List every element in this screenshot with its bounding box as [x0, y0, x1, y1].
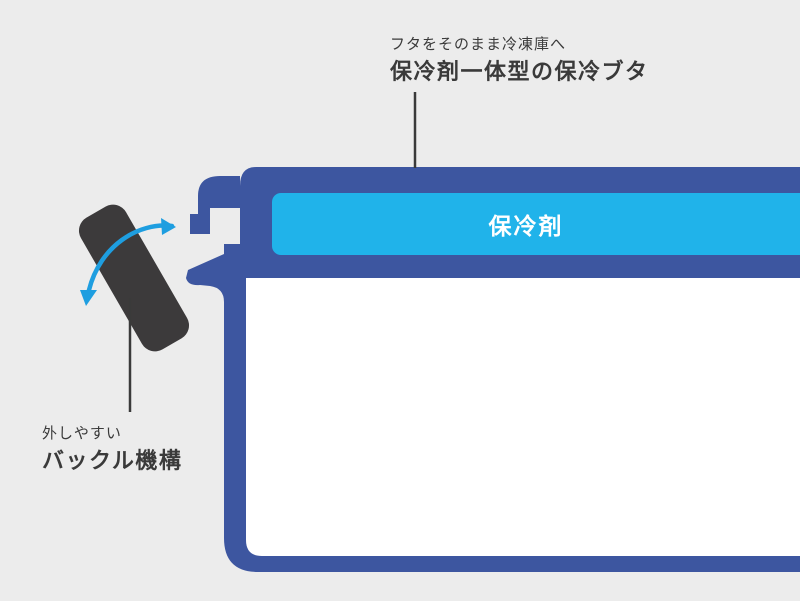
lid-hinge	[190, 176, 240, 234]
buckle-callout-title: バックル機構	[42, 449, 183, 474]
arrowhead-icon	[80, 290, 97, 306]
coolant-label: 保冷剤	[488, 214, 564, 240]
buckle-clip	[78, 204, 190, 352]
coolant-pack	[272, 193, 800, 255]
lid-callout: フタをそのまま冷凍庫へ 保冷剤一体型の保冷ブタ	[390, 34, 649, 88]
buckle-motion-arrow-icon	[86, 223, 175, 293]
arrowhead-icon	[161, 218, 176, 235]
buckle-callout: 外しやすい バックル機構	[42, 423, 182, 477]
lid-callout-subtitle: フタをそのまま冷凍庫へ	[390, 35, 567, 53]
buckle-callout-subtitle: 外しやすい	[42, 424, 122, 442]
container-interior	[246, 278, 800, 556]
lid-callout-title: 保冷剤一体型の保冷ブタ	[390, 60, 649, 85]
